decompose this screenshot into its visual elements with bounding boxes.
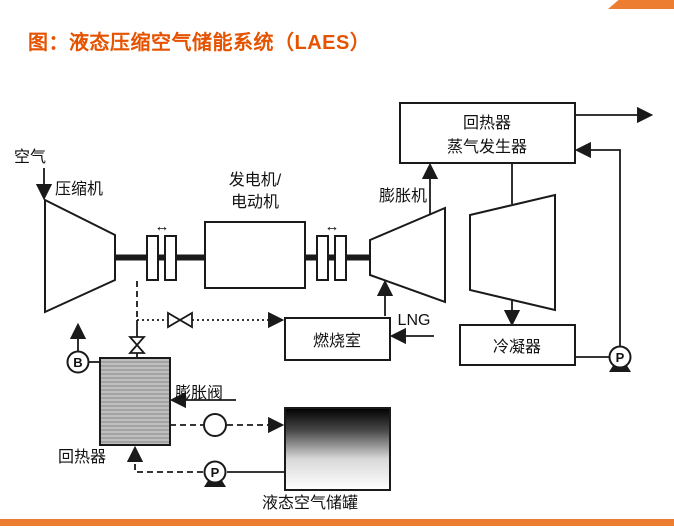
generator-label-line1: 发电机/ bbox=[229, 171, 282, 189]
top-right-accent-band bbox=[608, 0, 674, 9]
coupling-arrow-icon: ↔ bbox=[155, 218, 170, 235]
shutoff-valve-icon bbox=[167, 311, 182, 329]
expansion-valve-label: 膨胀阀 bbox=[175, 384, 223, 402]
liquid-air-tank bbox=[284, 407, 391, 491]
pump-to-regenerator-line bbox=[126, 445, 203, 473]
cold-regenerator-box bbox=[99, 357, 171, 446]
coupling-arrow-icon: ↔ bbox=[325, 218, 340, 235]
coupling-right-b bbox=[334, 235, 347, 281]
cryo-pump-icon bbox=[203, 460, 227, 484]
compressor-label: 压缩机 bbox=[55, 180, 103, 198]
hrsg-label-line1: 回热器 bbox=[463, 114, 511, 132]
feedwater-pump-label: P bbox=[616, 350, 625, 365]
combustor-box bbox=[284, 317, 391, 361]
cold-regenerator-label: 回热器 bbox=[58, 448, 106, 466]
blower-label: B bbox=[73, 355, 82, 370]
condenser-box bbox=[459, 324, 576, 366]
feedwater-pump-icon bbox=[608, 345, 632, 369]
cryo-pump-label: P bbox=[211, 465, 220, 480]
coupling-right-a bbox=[316, 235, 329, 281]
pump-return-to-hrsg-line bbox=[574, 141, 621, 347]
laes-schematic: P P B ↔ ↔ 空气 压缩机 发电机/ 电动机 膨胀机 回热器 蒸气发生器 … bbox=[14, 102, 654, 512]
coupling-left-a bbox=[146, 235, 159, 281]
steam-turbine-symbol bbox=[469, 193, 556, 312]
compressor-symbol bbox=[44, 198, 116, 314]
generator-motor-box bbox=[204, 221, 306, 289]
hrsg-label-line2: 蒸气发生器 bbox=[447, 138, 527, 156]
expansion-valve-icon bbox=[203, 413, 227, 437]
lng-label: LNG bbox=[398, 312, 431, 329]
expander-symbol bbox=[369, 206, 446, 304]
condenser-label: 冷凝器 bbox=[493, 338, 541, 356]
air-label: 空气 bbox=[14, 148, 46, 166]
combustor-label: 燃烧室 bbox=[313, 332, 361, 350]
bottom-accent-band bbox=[0, 519, 674, 526]
throttle-valve-icon bbox=[128, 343, 146, 354]
generator-label-line2: 电动机 bbox=[231, 193, 279, 211]
tank-label: 液态空气储罐 bbox=[262, 494, 358, 512]
shutoff-valve-icon bbox=[178, 311, 193, 329]
coupling-left-b bbox=[164, 235, 177, 281]
throttle-valve-icon bbox=[128, 336, 146, 347]
hrsg-box bbox=[399, 102, 576, 164]
expander-label: 膨胀机 bbox=[379, 187, 427, 205]
blower-icon bbox=[66, 350, 90, 374]
figure-title: 图：液态压缩空气储能系统（LAES） bbox=[28, 32, 371, 54]
